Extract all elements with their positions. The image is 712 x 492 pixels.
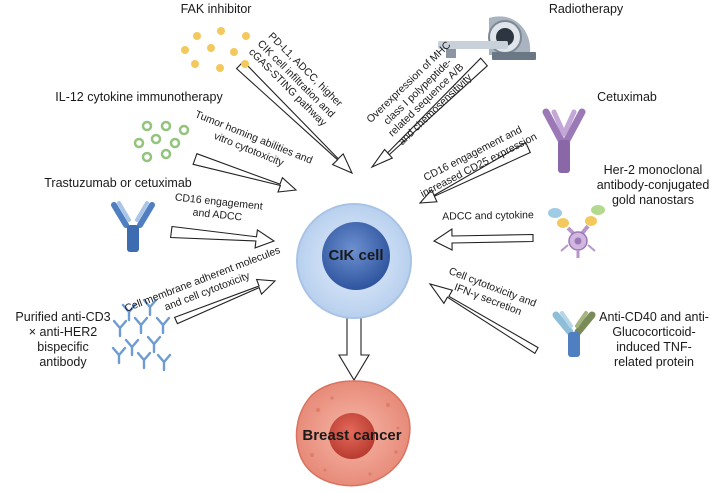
label-line: Radiotherapy xyxy=(548,2,624,16)
label-line: related protein xyxy=(614,355,694,369)
arrow-fak xyxy=(235,60,354,175)
yellow-dots-icon xyxy=(181,27,250,72)
arrow-cetuximab xyxy=(418,141,532,204)
cik-cell xyxy=(296,203,412,319)
purple-antibody-icon xyxy=(542,108,586,173)
label-trastuzumab: Trastuzumab or cetuximab xyxy=(36,176,200,191)
effect-her2gold: ADCC and cytokine xyxy=(433,209,543,225)
antibody-cluster-icon xyxy=(111,298,172,372)
label-line: Purified anti-CD3 xyxy=(15,310,111,324)
arrow-layer xyxy=(169,57,539,382)
breast-cancer-cell xyxy=(295,380,411,487)
label-her2gold: Her-2 monoclonal antibody-conjugated gol… xyxy=(592,163,712,208)
green-rings-icon xyxy=(133,120,190,163)
label-line: Glucocorticoid- xyxy=(612,325,696,339)
label-line: bispecific xyxy=(37,340,89,354)
breast-cancer-label: Breast cancer xyxy=(302,427,402,444)
arrow-bispecific xyxy=(173,278,277,325)
blue-antibody-icon xyxy=(111,201,155,252)
cik-cell-label: CIK cell xyxy=(328,247,384,264)
label-line: Her-2 monoclonal xyxy=(603,163,703,177)
label-radiotherapy: Radiotherapy xyxy=(536,2,636,17)
arrow-trastuzumab xyxy=(169,225,276,249)
label-cetuximab: Cetuximab xyxy=(586,90,668,105)
arrow-il12 xyxy=(192,152,298,193)
label-line: Cetuximab xyxy=(597,90,657,104)
label-bispecific: Purified anti-CD3 × anti-HER2 bispecific… xyxy=(8,310,118,370)
label-line: Anti-CD40 and anti- xyxy=(599,310,709,324)
label-line: antibody xyxy=(39,355,87,369)
label-line: × anti-HER2 xyxy=(28,325,98,339)
label-line: Trastuzumab or cetuximab xyxy=(44,176,192,190)
arrow-her2gold xyxy=(432,227,534,251)
blue-green-antibody-icon xyxy=(552,311,596,357)
label-fak-inhibitor: FAK inhibitor xyxy=(168,2,264,17)
label-line: induced TNF- xyxy=(616,340,692,354)
arrow-cd40 xyxy=(428,283,539,355)
arrow-radiotherapy xyxy=(370,57,489,169)
label-line: FAK inhibitor xyxy=(180,2,252,16)
label-line: IL-12 cytokine immunotherapy xyxy=(55,90,223,104)
ct-scanner-icon xyxy=(438,16,536,60)
label-cd40: Anti-CD40 and anti- Glucocorticoid- indu… xyxy=(598,310,710,370)
label-line: gold nanostars xyxy=(611,193,694,207)
label-line: antibody-conjugated xyxy=(596,178,710,192)
label-il12: IL-12 cytokine immunotherapy xyxy=(42,90,236,105)
arrow-to-cancer xyxy=(338,317,370,382)
effect-line: ADCC and cytokine xyxy=(442,209,534,223)
gold-nanostar-icon xyxy=(548,205,605,258)
